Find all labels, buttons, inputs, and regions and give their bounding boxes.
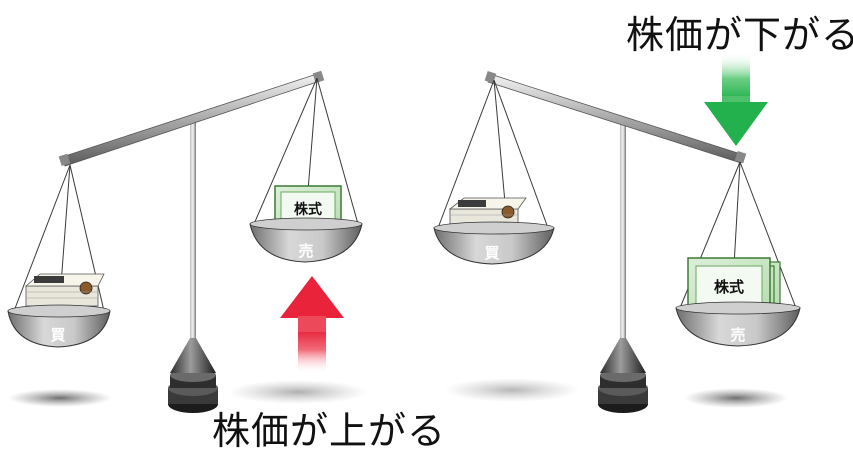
sell-label: 売 [298, 242, 313, 260]
scale-base [598, 338, 648, 413]
left-balance-scale: 買 株式 売 [7, 70, 363, 413]
price-up-caption: 株価が上がる [212, 409, 447, 453]
price-down-caption: 株価が下がる [626, 13, 853, 57]
stock-label: 株式 [294, 201, 322, 218]
sell-label: 売 [730, 326, 745, 344]
price-up-arrow [280, 276, 344, 374]
ground-shadow [684, 388, 788, 408]
stock-certificate-stack: 株式 [687, 257, 781, 321]
sell-pan: 売 [675, 301, 801, 347]
right-balance-scale: 買 株式 売 [433, 52, 801, 413]
price-down-arrow [704, 52, 768, 146]
stock-label: 株式 [714, 278, 744, 296]
scale-pole [190, 118, 196, 368]
buy-pan: 買 [7, 304, 111, 348]
ground-shadow [8, 389, 112, 407]
ground-shadow [228, 380, 368, 404]
scale-pole [620, 120, 626, 370]
sell-pan: 売 [249, 217, 363, 263]
scale-base [168, 338, 218, 413]
buy-label: 買 [484, 244, 499, 262]
ground-shadow [444, 378, 580, 402]
buy-pan: 買 [433, 221, 555, 265]
cash-bundle [24, 273, 105, 307]
buy-label: 買 [50, 326, 65, 344]
scale-beam [487, 73, 745, 164]
